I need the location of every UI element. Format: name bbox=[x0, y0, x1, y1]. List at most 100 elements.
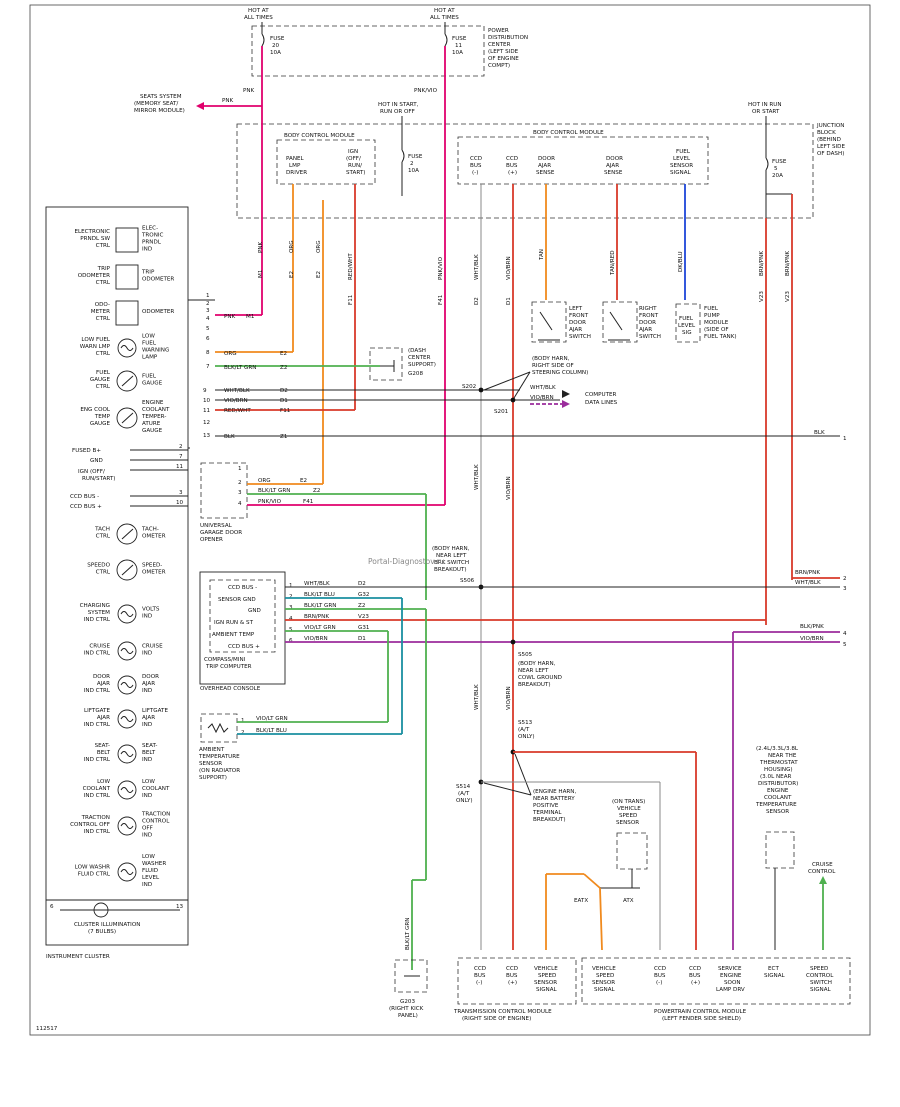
svg-text:LOW: LOW bbox=[142, 854, 155, 860]
svg-text:IND: IND bbox=[142, 833, 152, 839]
svg-text:FUEL: FUEL bbox=[704, 306, 719, 312]
svg-text:(DASH: (DASH bbox=[408, 348, 426, 354]
svg-text:SENSOR: SENSOR bbox=[592, 980, 615, 986]
svg-text:FUEL: FUEL bbox=[142, 341, 157, 347]
svg-text:DATA LINES: DATA LINES bbox=[585, 400, 618, 406]
svg-text:LOW: LOW bbox=[142, 334, 155, 340]
cluster-illumination-bulb-icon bbox=[60, 902, 180, 918]
svg-text:CCD: CCD bbox=[654, 966, 666, 972]
svg-text:COOLANT: COOLANT bbox=[142, 786, 170, 792]
svg-text:RIGHT: RIGHT bbox=[639, 306, 657, 312]
svg-text:CONTROL: CONTROL bbox=[808, 869, 836, 875]
svg-text:TEMPERATURE: TEMPERATURE bbox=[755, 802, 797, 808]
illum-0: CLUSTER ILLUMINATION bbox=[74, 922, 140, 928]
svg-text:ATURE: ATURE bbox=[142, 421, 161, 427]
svg-text:V23: V23 bbox=[759, 291, 765, 302]
splice-s513-s514: S513 (A/T ONLY) S514 (A/T ONLY) (ENGINE … bbox=[456, 720, 576, 823]
svg-text:TACH: TACH bbox=[94, 527, 110, 533]
svg-text:VIO/BRN: VIO/BRN bbox=[506, 256, 512, 280]
splice-s506: (BODY HARN, NEAR LEFT BRK SWITCH BREAKOU… bbox=[432, 546, 484, 590]
svg-text:FLUID: FLUID bbox=[142, 868, 158, 874]
svg-text:IND: IND bbox=[142, 722, 152, 728]
svg-text:DK/BLU: DK/BLU bbox=[678, 251, 684, 272]
svg-text:(2.4L/3.3L/3.8L: (2.4L/3.3L/3.8L bbox=[756, 746, 799, 752]
bcm-ccdm-0: CCD bbox=[470, 156, 482, 162]
bcm-ccdp-1: BUS bbox=[506, 163, 518, 169]
svg-text:S201: S201 bbox=[494, 409, 509, 415]
ambient-temperature-sensor: AMBIENT TEMPERATURE SENSOR (ON RADIATOR … bbox=[198, 713, 245, 781]
svg-text:BLK/LT GRN: BLK/LT GRN bbox=[258, 488, 290, 494]
svg-text:BLK/PNK: BLK/PNK bbox=[800, 624, 824, 630]
svg-text:LEVEL: LEVEL bbox=[142, 875, 160, 881]
svg-text:VIO/BRN: VIO/BRN bbox=[506, 686, 512, 710]
svg-text:M1: M1 bbox=[246, 314, 255, 320]
bcm-title-1: BODY CONTROL MODULE bbox=[284, 133, 355, 139]
svg-text:PANEL): PANEL) bbox=[398, 1013, 418, 1019]
svg-text:6: 6 bbox=[50, 904, 54, 910]
svg-text:ENGINE: ENGINE bbox=[142, 400, 164, 406]
svg-text:IND CTRL: IND CTRL bbox=[84, 722, 111, 728]
overhead-wire-labels: WHT/BLK D2 BLK/LT BLU G32 BLK/LT GRN Z2 … bbox=[304, 570, 824, 642]
lamp-icon bbox=[117, 744, 137, 764]
svg-text:FUEL: FUEL bbox=[96, 370, 111, 376]
svg-text:BLK: BLK bbox=[224, 434, 235, 440]
pdc-l5: COMPT) bbox=[488, 63, 510, 69]
svg-text:BREAKOUT): BREAKOUT) bbox=[518, 682, 551, 688]
svg-text:(ENGINE HARN,: (ENGINE HARN, bbox=[533, 789, 576, 795]
splice-s202-s201: S202 S201 (BODY HARN, RIGHT SIDE OF STEE… bbox=[462, 356, 588, 415]
svg-text:V23: V23 bbox=[785, 291, 791, 302]
svg-text:1: 1 bbox=[289, 583, 293, 589]
svg-text:IND CTRL: IND CTRL bbox=[84, 757, 111, 763]
svg-text:WHT/BLK: WHT/BLK bbox=[795, 580, 821, 586]
svg-text:GAUGE: GAUGE bbox=[90, 377, 111, 383]
wire-pnkvio-label: PNK/VIO bbox=[414, 88, 438, 94]
svg-text:5: 5 bbox=[289, 627, 293, 633]
svg-text:VEHICLE: VEHICLE bbox=[617, 806, 641, 812]
bcm-ccdp-2: (+) bbox=[508, 170, 517, 176]
svg-text:D2: D2 bbox=[280, 388, 288, 394]
svg-text:F41: F41 bbox=[438, 294, 444, 305]
svg-text:SIGNAL: SIGNAL bbox=[536, 987, 558, 993]
svg-text:1: 1 bbox=[241, 718, 245, 724]
pdc-l3: (LEFT SIDE bbox=[488, 49, 519, 55]
left-front-door-switch: LEFT FRONT DOOR AJAR SWITCH bbox=[531, 301, 591, 343]
svg-text:SIGNAL: SIGNAL bbox=[764, 973, 786, 979]
svg-text:OVERHEAD CONSOLE: OVERHEAD CONSOLE bbox=[200, 686, 261, 692]
pdc-l4: OF ENGINE bbox=[488, 56, 519, 62]
wire-pnk-label: PNK bbox=[243, 88, 255, 94]
svg-text:BLK/LT GRN: BLK/LT GRN bbox=[224, 365, 256, 371]
svg-text:CCD: CCD bbox=[689, 966, 701, 972]
svg-text:SEAT-: SEAT- bbox=[142, 743, 157, 749]
svg-text:V23: V23 bbox=[358, 614, 369, 620]
fuse11-b: 11 bbox=[455, 43, 463, 49]
svg-text:(BODY HARN,: (BODY HARN, bbox=[518, 661, 556, 667]
svg-text:CRUISE: CRUISE bbox=[142, 644, 163, 650]
svg-text:WARN LMP: WARN LMP bbox=[80, 344, 111, 350]
svg-text:(SIDE OF: (SIDE OF bbox=[704, 327, 729, 333]
svg-text:DISTRIBUTOR): DISTRIBUTOR) bbox=[758, 781, 798, 787]
svg-text:NEAR LEFT: NEAR LEFT bbox=[436, 553, 467, 559]
svg-text:D1: D1 bbox=[358, 636, 366, 642]
svg-text:FUEL TANK): FUEL TANK) bbox=[704, 334, 737, 340]
bcm-door1-2: SENSE bbox=[536, 170, 555, 176]
svg-text:SENSOR: SENSOR bbox=[199, 761, 222, 767]
svg-text:TRANSMISSION CONTROL MODULE: TRANSMISSION CONTROL MODULE bbox=[453, 1009, 552, 1015]
svg-text:BLK/LT GRN: BLK/LT GRN bbox=[304, 603, 336, 609]
svg-text:(RIGHT SIDE OF ENGINE): (RIGHT SIDE OF ENGINE) bbox=[462, 1016, 531, 1022]
svg-text:HOUSING): HOUSING) bbox=[764, 767, 793, 773]
svg-text:SERVICE: SERVICE bbox=[718, 966, 742, 972]
svg-text:BRK SWITCH: BRK SWITCH bbox=[434, 560, 469, 566]
svg-text:LOW: LOW bbox=[142, 779, 155, 785]
svg-text:LEFT: LEFT bbox=[569, 306, 583, 312]
svg-text:TRACTION: TRACTION bbox=[81, 815, 110, 821]
svg-text:BRN/PNK: BRN/PNK bbox=[785, 251, 791, 276]
svg-text:13: 13 bbox=[203, 433, 211, 439]
powertrain-control-module: VEHICLE SPEED SENSOR SIGNAL CCD BUS (-) … bbox=[581, 957, 851, 1022]
svg-text:CCD BUS +: CCD BUS + bbox=[228, 644, 260, 650]
svg-text:7: 7 bbox=[179, 454, 183, 460]
svg-text:F41: F41 bbox=[303, 499, 314, 505]
